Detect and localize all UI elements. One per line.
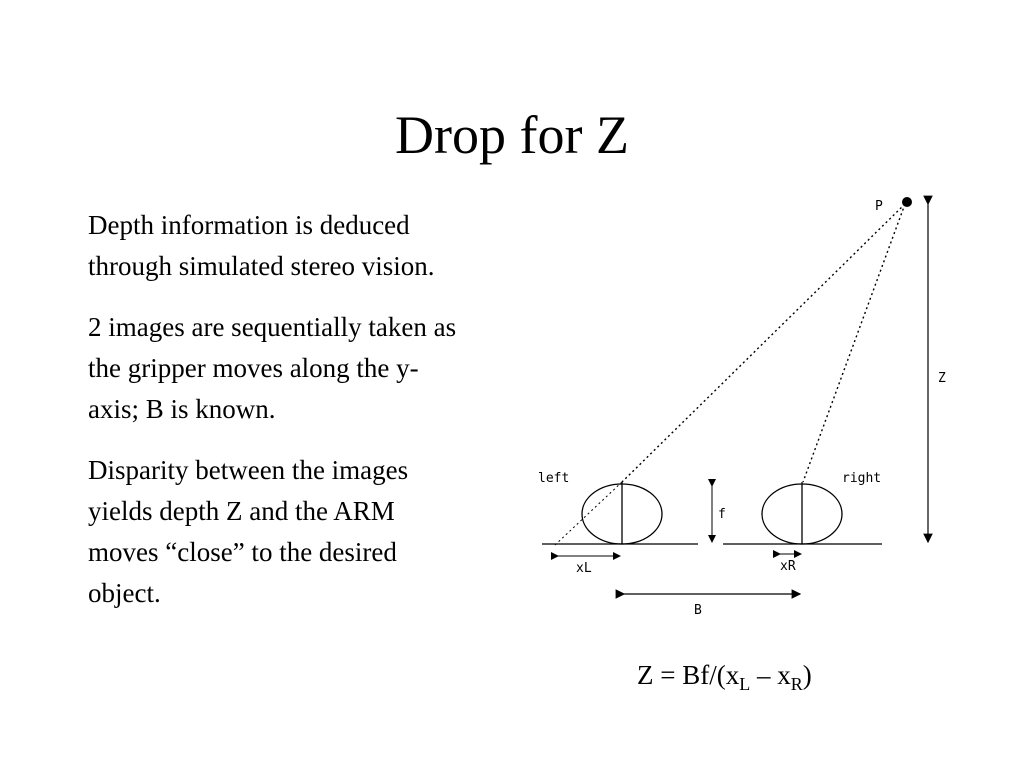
focal-label: f <box>718 507 726 522</box>
stereo-vision-diagram: P Z left xL f right xR B <box>538 195 946 618</box>
formula-middle: – x <box>750 660 791 690</box>
left-camera-label: left <box>538 471 569 486</box>
formula-suffix: ) <box>802 660 812 690</box>
point-p-label: P <box>875 199 883 214</box>
depth-formula: Z = Bf/(xL – xR) <box>637 660 812 694</box>
xr-label: xR <box>780 559 796 574</box>
left-ray <box>621 203 906 483</box>
right-camera-label: right <box>842 471 881 486</box>
paragraph-1: Depth information is deduced through sim… <box>88 210 435 281</box>
z-label: Z <box>938 371 946 386</box>
paragraph-2: 2 images are sequentially taken as the g… <box>88 312 457 424</box>
formula-prefix: Z = Bf/(x <box>637 660 740 690</box>
slide-title: Drop for Z <box>395 105 629 165</box>
formula-sub-l: L <box>739 674 751 694</box>
slide-body: Depth information is deduced through sim… <box>88 205 458 634</box>
paragraph-3: Disparity between the images yields dept… <box>88 455 409 608</box>
point-p-dot <box>902 197 912 207</box>
baseline-label: B <box>694 603 702 618</box>
formula-sub-r: R <box>790 674 803 694</box>
right-ray <box>802 203 906 483</box>
left-extension-ray <box>554 481 623 546</box>
xl-label: xL <box>576 561 592 576</box>
